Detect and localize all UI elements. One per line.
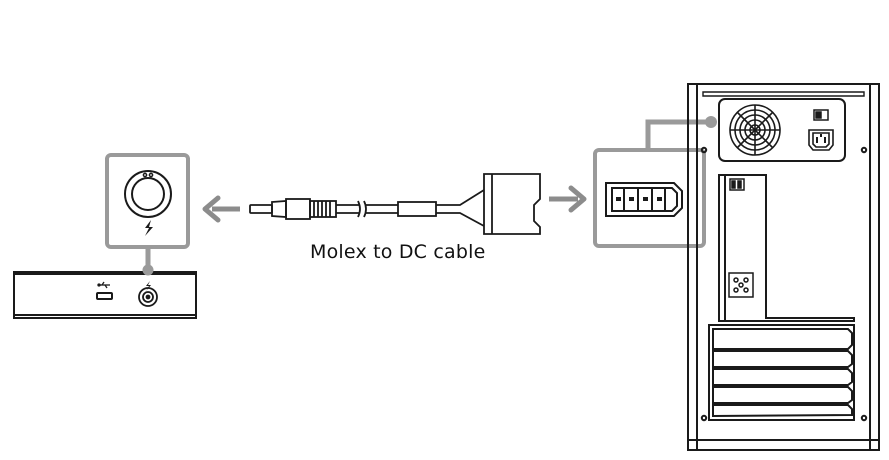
usb-port (96, 292, 113, 300)
power-bolt-icon (145, 220, 153, 236)
io-port-audio (728, 272, 754, 298)
io-port-top (729, 178, 745, 191)
molex-pins (616, 197, 662, 201)
cable-caption: Molex to DC cable (310, 241, 486, 263)
arrow-right-icon (549, 185, 587, 213)
right-callout-dot (705, 116, 717, 128)
expansion-slots (708, 324, 855, 421)
ac-inlet-icon (808, 129, 834, 151)
external-device (13, 271, 197, 319)
arrow-left-icon (202, 195, 240, 223)
right-callout-leader (645, 119, 712, 150)
molex-socket-zoom (605, 182, 683, 217)
switch-icon (813, 109, 829, 121)
power-bolt-icon-small (146, 281, 151, 291)
usb-icon (97, 281, 110, 289)
pc-tower (687, 83, 880, 451)
io-plate (718, 174, 855, 322)
left-callout-dot (142, 264, 154, 276)
molex-to-dc-cable (249, 173, 541, 235)
dc-jack-pins (142, 172, 154, 178)
fan-icon (729, 104, 781, 156)
power-supply (718, 98, 846, 162)
dc-jack-port (138, 287, 158, 307)
dc-jack-zoom (124, 170, 172, 218)
left-callout-frame (105, 153, 190, 249)
